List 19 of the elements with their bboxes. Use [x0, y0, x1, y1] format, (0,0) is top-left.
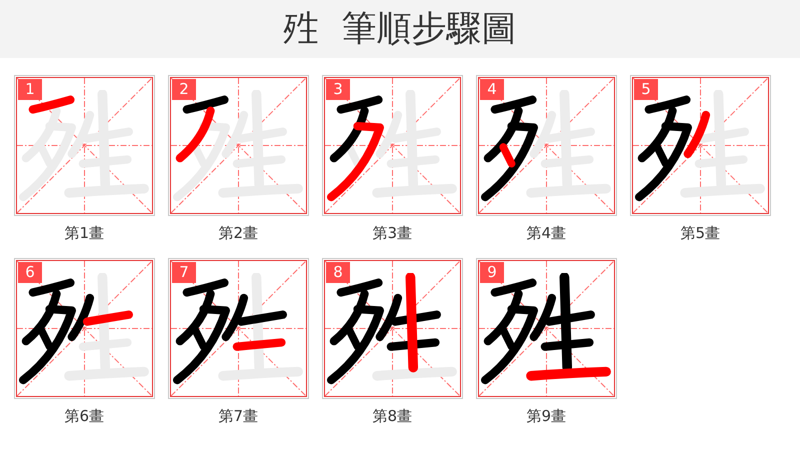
number-tag: 9 [480, 262, 504, 283]
number-tag: 3 [326, 79, 350, 100]
step-label: 第7畫 [218, 407, 258, 425]
number-tag: 6 [18, 262, 42, 283]
step-label: 第8畫 [372, 407, 412, 425]
number-tag: 7 [172, 262, 196, 283]
number-tag: 1 [18, 79, 42, 100]
step-label: 第2畫 [218, 224, 258, 242]
step-label: 第5畫 [680, 224, 720, 242]
number-tag: 8 [326, 262, 350, 283]
step-label: 第6畫 [64, 407, 104, 425]
step-label: 第9畫 [526, 407, 566, 425]
title: 殅 筆順步驟圖 [283, 8, 517, 50]
step-label: 第3畫 [372, 224, 412, 242]
number-tag: 5 [634, 79, 658, 100]
step-label: 第4畫 [526, 224, 566, 242]
number-tag: 2 [172, 79, 196, 100]
number-tag: 4 [480, 79, 504, 100]
step-label: 第1畫 [64, 224, 104, 242]
